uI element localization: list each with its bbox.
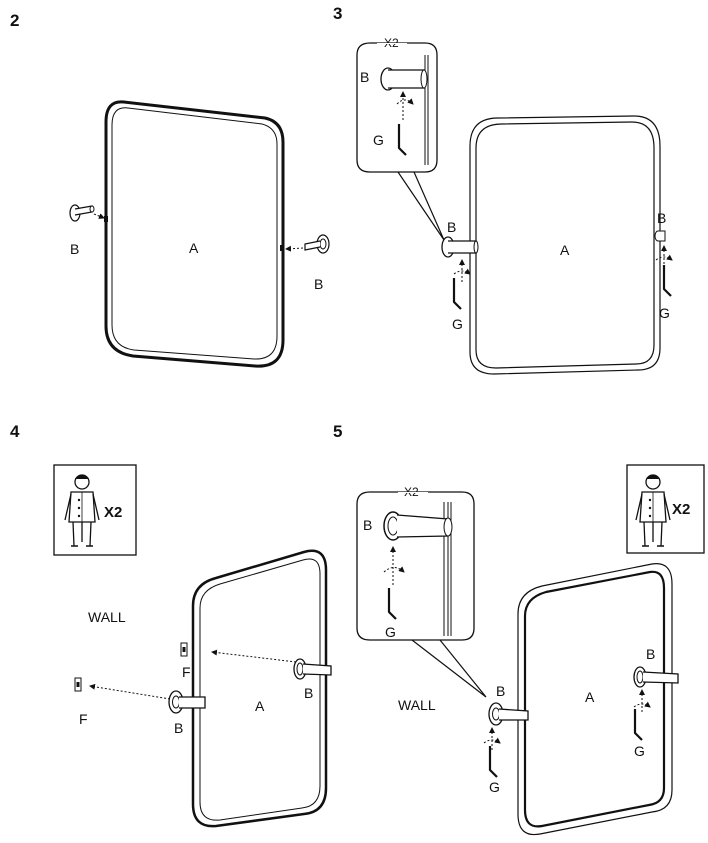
hex-key-icon <box>452 276 463 311</box>
dashed-arrow-icon <box>93 213 105 219</box>
rotation-arrow-icon <box>383 566 405 573</box>
step-number: 3 <box>333 4 342 23</box>
label-key-right: G <box>634 743 645 759</box>
rotation-arrow-icon <box>396 98 414 105</box>
label-pin-right: B <box>314 276 323 292</box>
pin-icon <box>304 234 330 254</box>
label-pin-left: B <box>447 219 456 235</box>
inset-callout <box>356 491 475 641</box>
step-number: 2 <box>10 11 19 30</box>
dashed-arrow-icon <box>285 245 304 252</box>
label-mirror: A <box>560 242 570 258</box>
step-4: 4 X2 WALL F F B B A <box>10 422 332 828</box>
label-mirror: A <box>255 698 265 714</box>
pin-icon <box>69 204 95 222</box>
label-pin-right: B <box>657 210 666 226</box>
inset-pin-label: B <box>360 69 369 85</box>
label-pin-lower: B <box>174 720 183 736</box>
inset-pin-label: B <box>363 517 372 533</box>
rotation-arrow-icon <box>453 268 471 275</box>
label-pin-right: B <box>646 646 655 662</box>
inset-key-label: G <box>373 132 384 148</box>
mirror-outline <box>104 100 285 368</box>
dashed-arrow-icon <box>211 649 297 663</box>
rotation-arrow-icon <box>655 254 673 261</box>
step-number: 5 <box>333 422 342 441</box>
step-number: 4 <box>10 422 20 441</box>
step-3: 3 X2 B G B G A B G <box>333 4 673 375</box>
step-2: 2 B A B <box>10 11 330 368</box>
label-bracket-lower: F <box>79 711 88 727</box>
step-5: 5 X2 WALL X2 B G B G <box>333 422 705 836</box>
people-qty: X2 <box>672 501 690 518</box>
inset-key-label: G <box>385 624 396 640</box>
label-pin-upper: B <box>304 685 313 701</box>
label-key-left: G <box>452 316 463 332</box>
label-key-left: G <box>489 779 500 795</box>
label-bracket-upper: F <box>182 664 191 680</box>
mirror-outline <box>469 115 661 375</box>
hex-key-icon <box>488 744 499 779</box>
label-mirror: A <box>189 240 199 256</box>
wall-label: WALL <box>398 697 436 713</box>
people-qty: X2 <box>104 504 122 521</box>
label-pin-left: B <box>496 683 505 699</box>
label-pin-left: B <box>70 241 79 257</box>
dashed-arrow-icon <box>89 683 171 700</box>
people-box <box>53 464 137 556</box>
wall-label: WALL <box>88 609 126 625</box>
mirror-outline <box>191 549 328 828</box>
hex-key-icon <box>633 707 644 742</box>
label-key-right: G <box>659 305 670 321</box>
hex-key-icon <box>662 263 673 298</box>
mirror-outline <box>517 563 673 836</box>
label-mirror: A <box>585 689 595 705</box>
